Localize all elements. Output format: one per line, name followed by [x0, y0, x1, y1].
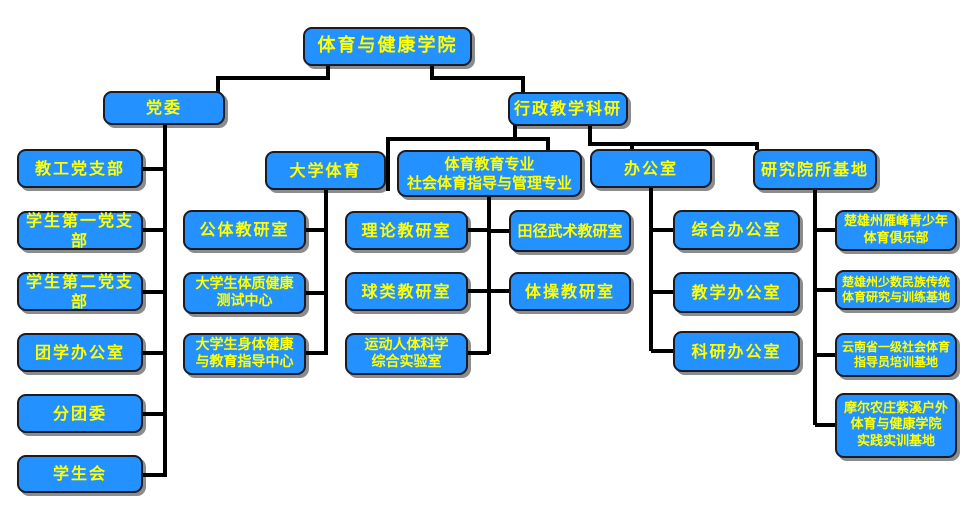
- node-label: 办公室: [623, 158, 678, 178]
- node-label: 学生第一党支部: [25, 210, 134, 250]
- node-moer-farm-practice-base: 摩尔农庄紫溪户外 体育与健康学院 实践实训基地: [835, 393, 957, 458]
- connector-line: [467, 351, 489, 355]
- node-ball-games-teaching-office: 球类教研室: [345, 272, 468, 311]
- node-student-union: 学生会: [17, 455, 143, 493]
- connector-line: [467, 289, 489, 293]
- connector-line: [143, 228, 167, 232]
- connector-line: [651, 228, 675, 232]
- connector-line: [386, 137, 390, 191]
- node-track-wushu-teaching-office: 田径武术教研室: [509, 210, 631, 252]
- connector-line: [305, 228, 326, 232]
- node-youth-league-committee: 分团委: [17, 394, 143, 433]
- connector-line: [513, 125, 517, 139]
- node-label: 大学体育: [289, 160, 362, 180]
- connector-line: [163, 125, 167, 476]
- connector-line: [326, 66, 330, 78]
- node-label: 公体教研室: [199, 220, 290, 239]
- node-league-study-office: 团学办公室: [17, 333, 143, 372]
- node-label: 研究院所基地: [760, 159, 869, 179]
- node-label: 田径武术教研室: [517, 221, 623, 240]
- node-label: 楚雄州雁峰青少年 体育俱乐部: [843, 214, 948, 246]
- node-admin-teaching-research: 行政教学科研: [508, 92, 628, 126]
- node-label: 学生会: [52, 464, 107, 483]
- connector-line: [813, 190, 817, 425]
- connector-line: [386, 137, 550, 141]
- node-label: 学生第二党支部: [25, 271, 134, 311]
- node-label: 综合办公室: [691, 220, 782, 239]
- node-public-pe-teaching-office: 公体教研室: [183, 210, 306, 250]
- node-sports-science-lab: 运动人体科学 综合实验室: [345, 333, 468, 375]
- connector-line: [815, 353, 837, 357]
- node-label: 楚雄州少数民族传统 体育研究与训练基地: [841, 275, 950, 304]
- node-college-title: 体育与健康学院: [303, 27, 472, 66]
- connector-line: [143, 473, 167, 477]
- connector-line: [487, 197, 491, 354]
- connector-line: [815, 288, 837, 292]
- connector-line: [546, 137, 550, 151]
- connector-line: [588, 125, 592, 144]
- node-pe-major: 体育教育专业 社会体育指导与管理专业: [397, 150, 582, 197]
- connector-line: [143, 412, 167, 416]
- connector-line: [216, 76, 330, 80]
- node-label: 体育教育专业 社会体育指导与管理专业: [406, 154, 572, 192]
- connector-line: [521, 76, 525, 93]
- node-health-education-center: 大学生身体健康 与教育指导中心: [183, 333, 306, 375]
- node-general-office: 综合办公室: [673, 210, 800, 250]
- node-label: 党委: [145, 98, 182, 117]
- connector-line: [324, 190, 328, 355]
- connector-line: [305, 291, 326, 295]
- connector-line: [467, 228, 489, 232]
- node-yanfeng-youth-sports-club: 楚雄州雁峰青少年 体育俱乐部: [835, 210, 957, 251]
- connector-line: [430, 76, 525, 80]
- connector-line: [649, 188, 653, 351]
- connector-line: [216, 76, 220, 92]
- node-label: 大学生身体健康 与教育指导中心: [195, 336, 294, 371]
- node-label: 理论教研室: [361, 220, 452, 240]
- connector-line: [630, 142, 634, 151]
- node-label: 科研办公室: [691, 341, 782, 361]
- node-label: 团学办公室: [34, 342, 125, 362]
- node-office: 办公室: [590, 149, 712, 188]
- node-theory-teaching-office: 理论教研室: [345, 211, 468, 250]
- connector-line: [815, 228, 837, 232]
- node-label: 分团委: [52, 403, 107, 423]
- node-social-sports-instructor-base: 云南省一级社会体育 指导员培训基地: [835, 333, 957, 377]
- node-teaching-office: 教学办公室: [673, 272, 800, 313]
- node-label: 体育与健康学院: [317, 35, 458, 57]
- node-label: 云南省一级社会体育 指导员培训基地: [841, 340, 950, 369]
- connector-line: [651, 290, 675, 294]
- node-party-committee: 党委: [103, 91, 225, 125]
- node-label: 教学办公室: [691, 282, 782, 302]
- node-research-institutes-bases: 研究院所基地: [753, 149, 877, 190]
- node-faculty-party-branch: 教工党支部: [17, 149, 143, 188]
- node-label: 教工党支部: [34, 158, 125, 178]
- connector-line: [430, 66, 434, 78]
- node-label: 大学生体质健康 测试中心: [195, 275, 294, 310]
- connector-line: [588, 142, 759, 146]
- connector-line: [143, 351, 167, 355]
- connector-line: [755, 142, 759, 150]
- connector-line: [489, 289, 511, 293]
- node-university-pe: 大学体育: [265, 151, 386, 190]
- node-minority-sports-base: 楚雄州少数民族传统 体育研究与训练基地: [835, 270, 957, 310]
- node-label: 行政教学科研: [513, 99, 622, 118]
- connector-line: [143, 167, 167, 171]
- node-label: 体操教研室: [524, 281, 615, 301]
- node-gymnastics-teaching-office: 体操教研室: [509, 272, 631, 311]
- node-label: 运动人体科学 综合实验室: [364, 336, 449, 371]
- node-label: 摩尔农庄紫溪户外 体育与健康学院 实践实训基地: [843, 401, 948, 449]
- node-fitness-test-center: 大学生体质健康 测试中心: [183, 272, 306, 314]
- connector-line: [815, 423, 837, 427]
- node-student-party-branch-2: 学生第二党支部: [17, 272, 143, 311]
- node-student-party-branch-1: 学生第一党支部: [17, 211, 143, 250]
- node-research-office: 科研办公室: [673, 331, 800, 372]
- connector-line: [489, 229, 511, 233]
- connector-line: [305, 351, 326, 355]
- node-label: 球类教研室: [361, 281, 452, 301]
- connector-line: [651, 349, 675, 353]
- connector-line: [143, 290, 167, 294]
